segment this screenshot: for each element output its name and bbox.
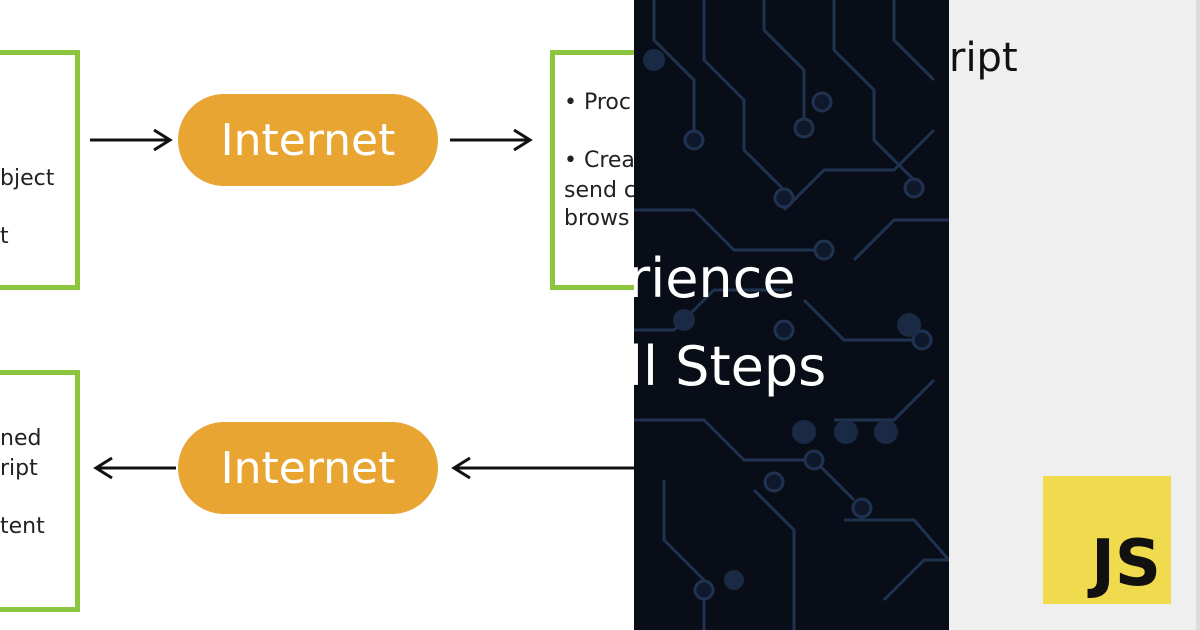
circuit-banner: rience ll Steps [634, 0, 949, 630]
js-logo-icon: JS [1043, 476, 1171, 604]
arrow-right-icon [450, 128, 533, 152]
server-box-line-4: brows [564, 206, 630, 231]
internet-pill-top: Internet [178, 94, 438, 186]
arrow-left-icon [451, 456, 634, 480]
javascript-panel: ript JS [949, 0, 1200, 630]
server-box-line-1: • Proc [564, 90, 631, 115]
arrow-left-icon [93, 456, 176, 480]
browser-box-bottom-line-1: ned [0, 426, 42, 451]
server-box-line-3: send c [564, 178, 634, 203]
circuit-board-background [634, 0, 949, 630]
ajax-diagram: bject t Internet • Proc • Crea send c br… [0, 50, 634, 612]
browser-box-bottom [0, 370, 80, 612]
headline-line-2: ll Steps [634, 335, 827, 398]
js-title-fragment: ript [949, 35, 1018, 81]
headline-line-1: rience [634, 247, 796, 310]
panel-divider [1196, 0, 1200, 630]
browser-box-top [0, 50, 80, 290]
browser-box-top-line-2: t [0, 224, 9, 249]
arrow-right-icon [90, 128, 173, 152]
js-logo-text: JS [1091, 527, 1161, 601]
server-box [550, 50, 634, 290]
internet-pill-bottom: Internet [178, 422, 438, 514]
browser-box-bottom-line-3: tent [0, 514, 45, 539]
browser-box-bottom-line-2: ript [0, 456, 38, 481]
browser-box-top-line-1: bject [0, 166, 55, 191]
server-box-line-2: • Crea [564, 148, 634, 173]
